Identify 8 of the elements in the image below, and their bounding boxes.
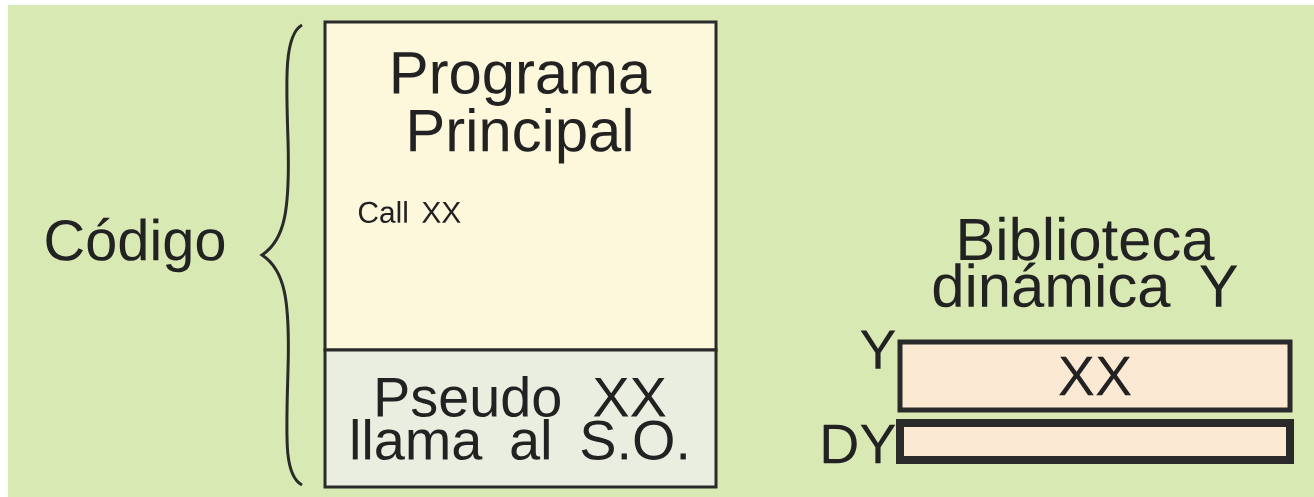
heading-label: Biblioteca dinámica Y xyxy=(933,216,1238,308)
library-box xyxy=(896,419,1294,464)
side-label: DY xyxy=(823,424,896,464)
side-label: Y xyxy=(860,330,896,369)
bracket-label: Código xyxy=(46,217,225,273)
library-box: XX xyxy=(897,339,1293,413)
stub-box: Pseudo XX llama al S.O. xyxy=(323,348,718,489)
program-box: Programa Principal Call XX xyxy=(323,20,718,352)
